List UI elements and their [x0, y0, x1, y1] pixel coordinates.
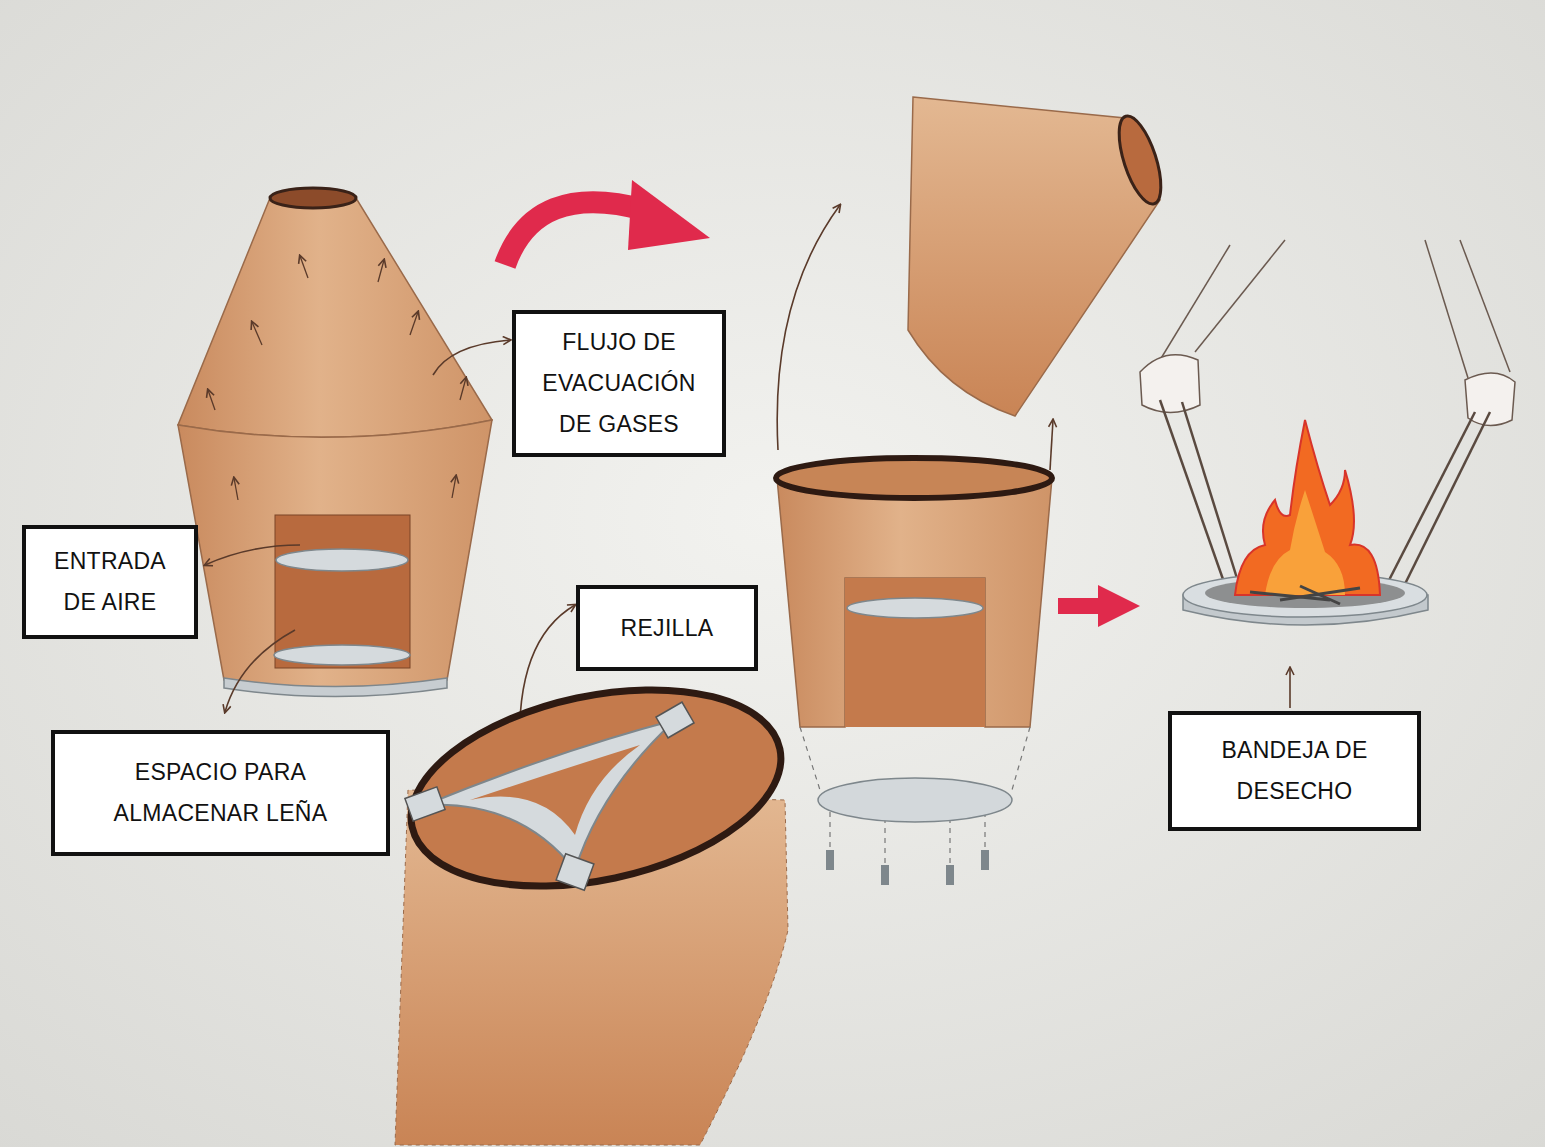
assembled-stove-part: [270, 188, 356, 208]
assembled-stove-part-part: [208, 390, 215, 410]
ash-tray-part-part: [1195, 240, 1285, 352]
stove-body-part-part: [981, 850, 989, 870]
ash-tray-part-part: [1300, 586, 1340, 604]
stove-body-part: [845, 578, 985, 727]
ash-tray-part-part: [1385, 412, 1475, 588]
grate-cone-part: [556, 854, 594, 891]
assembled-stove-part: [178, 420, 492, 687]
stove-body-part: [800, 727, 1030, 875]
ash-tray: [1140, 240, 1515, 625]
ash-tray-part-part: [1140, 355, 1200, 413]
assembled-stove-part: [274, 645, 410, 665]
ash-tray-part-part: [1460, 240, 1510, 372]
stove-body-part-part: [881, 865, 889, 885]
leader-lines-part: [225, 630, 295, 712]
ash-tray-part-part: [1182, 402, 1240, 588]
assembled-stove: [178, 188, 492, 697]
assembled-stove-part-part: [410, 312, 418, 335]
ash-tray-part-part: [1402, 412, 1490, 590]
stove-body-part: [818, 778, 1012, 822]
leader-lines: [205, 205, 1290, 752]
stove-body-part-part: [826, 850, 834, 870]
assembled-stove-part: [275, 515, 410, 668]
assembled-stove-part-part: [234, 478, 238, 500]
ash-tray-part-part: [1160, 400, 1225, 585]
grate-cone-part: [656, 702, 694, 738]
grate-cone-part: [405, 787, 445, 821]
assembled-stove-part-part: [300, 256, 308, 278]
label-box: BANDEJA DE DESECHO: [1168, 711, 1421, 831]
label-box: FLUJO DE EVACUACIÓN DE GASES: [512, 310, 726, 457]
stove-body-part: [776, 458, 1052, 498]
grate-cone-part: [425, 720, 675, 870]
stove-body-part: [826, 850, 989, 885]
leader-lines-part: [205, 545, 300, 565]
label-text: ESPACIO PARA ALMACENAR LEÑA: [65, 752, 376, 834]
leader-lines-part: [433, 340, 510, 375]
assembled-stove-part: [178, 198, 492, 437]
label-box: REJILLA: [576, 585, 758, 671]
stove-body: [776, 458, 1052, 885]
ash-tray-part-part: [1160, 245, 1230, 360]
step-arrows-part: [1058, 585, 1140, 627]
step-arrows-part: [505, 202, 645, 265]
grate-cone-part: [393, 659, 799, 917]
ash-tray-part: [1250, 586, 1360, 604]
grate-cone-part: [470, 745, 640, 835]
assembled-stove-part-part: [460, 378, 466, 400]
stove-body-part-part: [1012, 727, 1030, 790]
assembled-stove-part-part: [378, 260, 384, 282]
leader-lines-part: [1289, 668, 1291, 708]
ash-tray-part-part: [1425, 240, 1468, 378]
assembled-stove-part: [276, 549, 408, 571]
grate-cone: [393, 659, 799, 1145]
assembled-stove-part-part: [252, 322, 262, 345]
step-arrows-part: [628, 180, 710, 250]
leader-lines-part: [1050, 420, 1053, 470]
stove-body-part: [847, 598, 983, 618]
stove-body-part: [777, 478, 1052, 727]
label-text: ENTRADA DE AIRE: [36, 541, 184, 623]
leader-lines-part: [777, 205, 840, 450]
detached-cone-part: [1111, 111, 1170, 208]
stove-body-part-part: [946, 865, 954, 885]
label-box: ESPACIO PARA ALMACENAR LEÑA: [51, 730, 390, 856]
label-text: FLUJO DE EVACUACIÓN DE GASES: [526, 322, 712, 445]
ash-tray-part: [1265, 490, 1345, 595]
stove-body-part-part: [800, 727, 820, 790]
label-text: REJILLA: [621, 608, 714, 649]
detached-cone: [908, 97, 1169, 416]
label-text: BANDEJA DE DESECHO: [1182, 730, 1407, 812]
label-box: ENTRADA DE AIRE: [22, 525, 198, 639]
assembled-stove-part: [224, 678, 447, 697]
ash-tray-part: [1235, 420, 1380, 595]
assembled-stove-part: [208, 256, 466, 500]
assembled-stove-part-part: [452, 476, 456, 498]
